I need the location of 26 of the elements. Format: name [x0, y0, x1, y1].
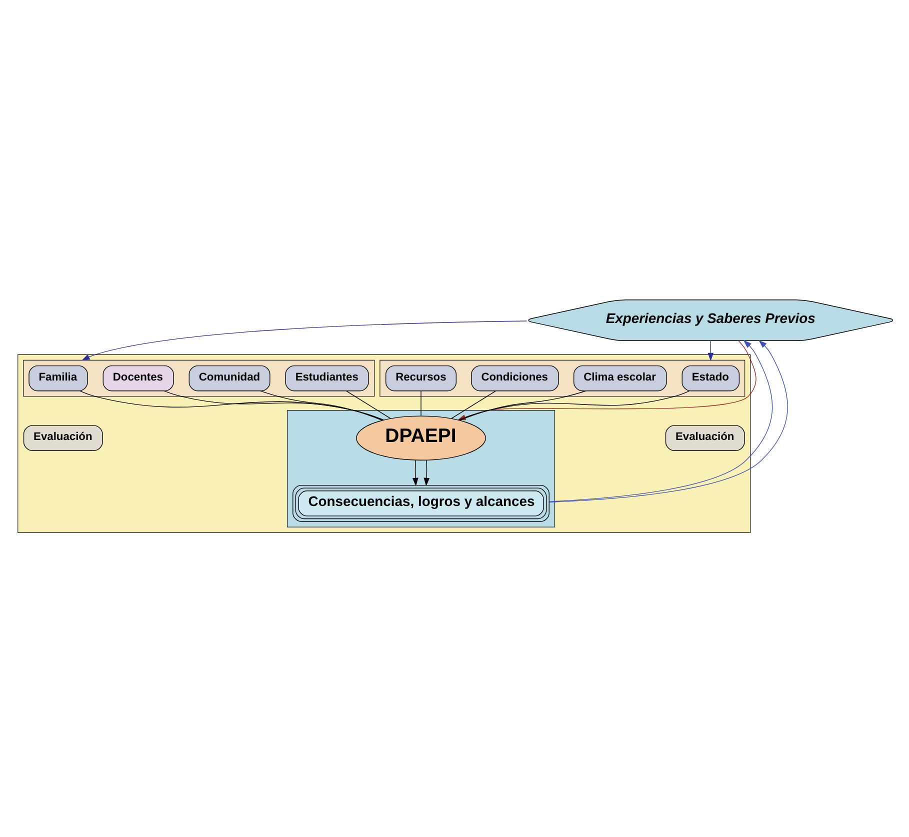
node-box: Evaluación — [664, 424, 744, 450]
node-box: Consecuencias, logros y alcances — [292, 484, 549, 522]
cluster — [379, 359, 745, 396]
connector — [345, 390, 390, 418]
node-box: Familia — [28, 364, 88, 391]
node-box: Docentes — [102, 364, 174, 391]
arrow — [707, 340, 714, 361]
node-box: Comunidad — [188, 364, 270, 391]
connector — [458, 390, 586, 420]
node-box: Evaluación — [22, 424, 102, 450]
arrow — [412, 459, 418, 486]
node-box: Clima escolar — [573, 364, 666, 391]
connector — [78, 390, 384, 420]
node-box: Recursos — [385, 364, 456, 391]
connector — [163, 390, 384, 420]
cluster — [22, 359, 374, 396]
arrow — [81, 320, 527, 360]
connector — [420, 390, 421, 416]
connector — [450, 390, 496, 418]
node-ellipse: Experiencias y Saberes Previos — [528, 299, 893, 340]
node-box: Condiciones — [470, 364, 558, 391]
cluster — [286, 410, 555, 527]
connector — [260, 390, 382, 420]
node-box: Estudiantes — [284, 364, 368, 391]
arrow — [423, 459, 430, 486]
node-box: Estado — [681, 364, 740, 391]
